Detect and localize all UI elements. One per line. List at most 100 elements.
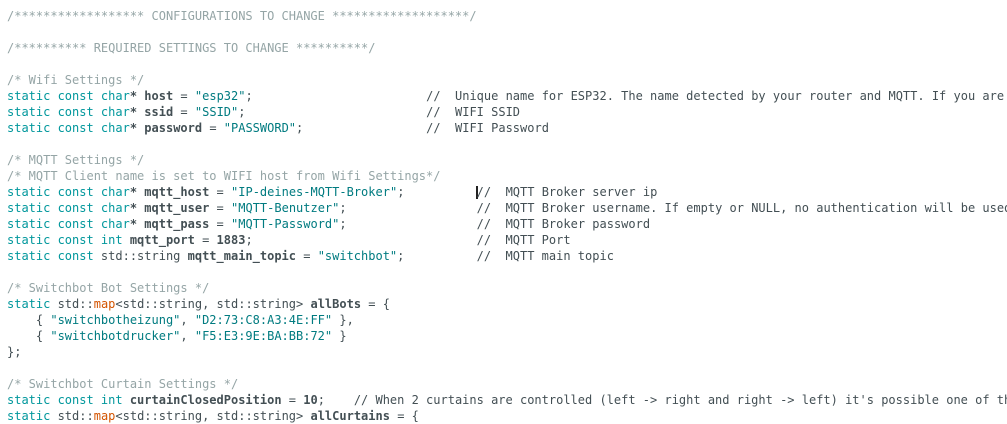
code-line: static const int curtainClosedPosition =… xyxy=(7,392,1007,408)
code-token: ; xyxy=(245,233,253,247)
code-token xyxy=(123,393,130,407)
code-token: static const int xyxy=(7,233,123,247)
code-token: * xyxy=(129,217,138,231)
code-line xyxy=(7,264,1007,280)
code-token: * xyxy=(129,121,138,135)
code-token: = xyxy=(209,217,232,231)
code-token: = { xyxy=(361,297,390,311)
code-line: { "switchbotheizung", "D2:73:C8:A3:4E:FF… xyxy=(7,312,1007,328)
code-line: static const char* mqtt_host = "IP-deine… xyxy=(7,184,1007,200)
code-line xyxy=(7,56,1007,72)
code-token: static const char xyxy=(7,121,130,135)
code-token: mqtt_port xyxy=(129,233,195,247)
code-token: { xyxy=(7,313,51,327)
code-token: "SSID" xyxy=(194,105,239,119)
code-token: std:: xyxy=(50,297,94,311)
code-token: // MQTT Broker username. If empty or NUL… xyxy=(476,201,1007,215)
code-token: "esp32" xyxy=(194,89,246,103)
code-line xyxy=(7,136,1007,152)
code-token: static const xyxy=(7,249,94,263)
code-token: mqtt_user xyxy=(144,201,210,215)
code-token: ; xyxy=(397,185,405,199)
code-token: = xyxy=(209,201,232,215)
code-line: /* MQTT Client name is set to WIFI host … xyxy=(7,168,1007,184)
code-line: /* Switchbot Bot Settings */ xyxy=(7,280,1007,296)
code-token: std:: xyxy=(50,409,94,423)
code-token: = xyxy=(296,249,318,263)
code-token: std::string xyxy=(93,249,188,263)
code-token: }, xyxy=(332,313,354,327)
code-editor[interactable]: /****************** CONFIGURATIONS TO CH… xyxy=(7,8,1007,424)
code-token xyxy=(123,233,130,247)
code-token: // MQTT Broker server ip xyxy=(476,185,658,199)
code-token: // WIFI SSID xyxy=(426,105,521,119)
code-line: { "switchbotdrucker", "F5:E3:9E:BA:BB:72… xyxy=(7,328,1007,344)
code-token: static const char xyxy=(7,185,130,199)
code-token xyxy=(347,217,477,231)
code-token: = xyxy=(194,233,217,247)
code-token: /* MQTT Settings */ xyxy=(7,153,145,167)
code-token: /* Switchbot Bot Settings */ xyxy=(7,281,210,295)
code-line: }; xyxy=(7,344,1007,360)
code-token: * xyxy=(129,201,138,215)
code-token: static const char xyxy=(7,89,130,103)
code-line: /* MQTT Settings */ xyxy=(7,152,1007,168)
code-line: /* Wifi Settings */ xyxy=(7,72,1007,88)
code-token xyxy=(303,121,426,135)
code-token: ; xyxy=(238,105,246,119)
code-token: ; xyxy=(339,217,347,231)
code-token: static const char xyxy=(7,201,130,215)
code-token: "switchbotdrucker" xyxy=(50,329,181,343)
code-token: // MQTT Broker password xyxy=(476,217,651,231)
code-line: static std::map<std::string, std::string… xyxy=(7,408,1007,424)
code-token: // MQTT Port xyxy=(476,233,571,247)
code-token: static xyxy=(7,297,51,311)
editor-viewport: { "editor": { "colors": { "keyword": "#0… xyxy=(7,9,1007,423)
code-token: // Unique name for ESP32. The name detec… xyxy=(426,89,1007,103)
code-token: password xyxy=(144,121,203,135)
code-line: /****************** CONFIGURATIONS TO CH… xyxy=(7,8,1007,24)
code-token: ; xyxy=(296,121,304,135)
code-token: "MQTT-Benutzer" xyxy=(231,201,340,215)
code-line: static const std::string mqtt_main_topic… xyxy=(7,248,1007,264)
code-token: allBots xyxy=(310,297,362,311)
code-token: { xyxy=(7,329,51,343)
code-line: /* Switchbot Curtain Settings */ xyxy=(7,376,1007,392)
code-token: "D2:73:C8:A3:4E:FF" xyxy=(194,313,333,327)
code-token: map xyxy=(93,409,116,423)
code-token: // When 2 curtains are controlled (left … xyxy=(353,393,1007,407)
code-line: static const char* host = "esp32"; // Un… xyxy=(7,88,1007,104)
code-token: <std::string, std::string> xyxy=(115,297,311,311)
text-caret xyxy=(475,186,478,199)
code-token: mqtt_pass xyxy=(144,217,210,231)
code-token: "F5:E3:9E:BA:BB:72" xyxy=(194,329,333,343)
code-line: /********** REQUIRED SETTINGS TO CHANGE … xyxy=(7,40,1007,56)
code-token: }; xyxy=(7,345,22,359)
code-token: } xyxy=(332,329,347,343)
code-line: static const int mqtt_port = 1883; // MQ… xyxy=(7,232,1007,248)
code-token: 10 xyxy=(303,393,318,407)
code-token xyxy=(245,105,426,119)
code-token: * xyxy=(129,89,138,103)
code-token: * xyxy=(129,105,138,119)
code-line: static const char* password = "PASSWORD"… xyxy=(7,120,1007,136)
code-token: /* Switchbot Curtain Settings */ xyxy=(7,377,239,391)
code-line: static const char* ssid = "SSID"; // WIF… xyxy=(7,104,1007,120)
code-token: // WIFI Password xyxy=(426,121,549,135)
code-token: , xyxy=(180,313,195,327)
code-token xyxy=(404,185,476,199)
code-token: <std::string, std::string> xyxy=(115,409,311,423)
code-token: curtainClosedPosition xyxy=(129,393,282,407)
code-token: host xyxy=(144,89,174,103)
code-line: static const char* mqtt_user = "MQTT-Ben… xyxy=(7,200,1007,216)
code-token: /* Wifi Settings */ xyxy=(7,73,145,87)
code-token xyxy=(347,201,477,215)
code-token: mqtt_main_topic xyxy=(187,249,296,263)
code-token: static const int xyxy=(7,393,123,407)
code-token: map xyxy=(93,297,116,311)
code-token: "PASSWORD" xyxy=(223,121,297,135)
code-line xyxy=(7,360,1007,376)
code-token: = { xyxy=(389,409,419,423)
code-token: = xyxy=(209,185,232,199)
code-token: = xyxy=(173,105,195,119)
